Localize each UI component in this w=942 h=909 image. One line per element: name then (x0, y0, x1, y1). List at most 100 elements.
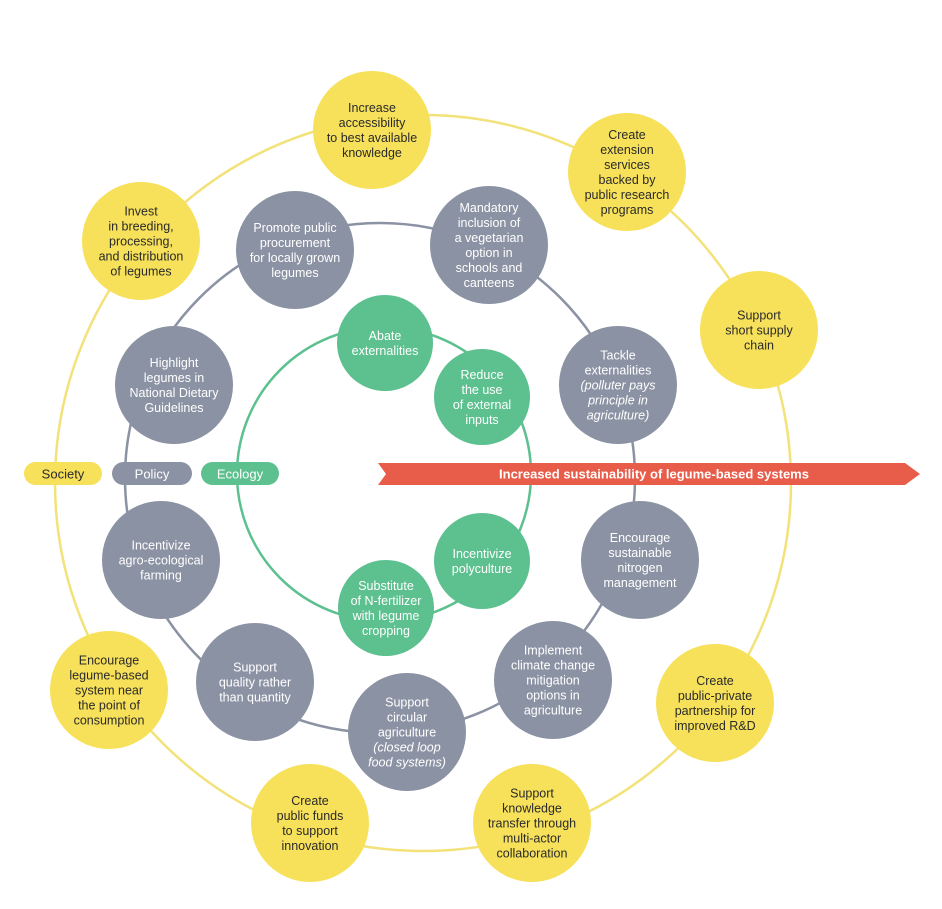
society-node-text-line: Support (510, 787, 554, 801)
society-node-text-line: innovation (282, 839, 339, 853)
policy-node-text-line: Tackle (600, 349, 635, 363)
policy-node-text-line: nitrogen (617, 561, 662, 575)
policy-node-text-line: (polluter pays (580, 379, 655, 393)
policy-node-text-line: Mandatory (459, 201, 519, 215)
policy-node-text-line: inclusion of (458, 216, 521, 230)
society-node-text-line: consumption (74, 714, 145, 728)
policy-node-text-line: options in (526, 689, 580, 703)
society-node-text-line: accessibility (339, 116, 406, 130)
legend-society-pill (24, 462, 102, 485)
ecology-node-circle (338, 560, 434, 656)
society-node-text-line: Invest (124, 205, 158, 219)
ecology-node-text-line: with legume (352, 609, 420, 623)
legend-ecology-label: Ecology (217, 467, 264, 482)
policy-node-text-line: Support (233, 661, 277, 675)
ecology-node-circle (434, 349, 530, 445)
ecology-node-text-line: the use (461, 383, 502, 397)
policy-node-text-line: schools and (456, 261, 523, 275)
policy-node-text-line: food systems) (368, 756, 446, 770)
society-node-text-line: and distribution (99, 250, 184, 264)
society-node-text-line: knowledge (342, 146, 402, 160)
policy-node-circle (559, 326, 677, 444)
policy-node-text-line: agriculture (524, 704, 582, 718)
policy-node-text-line: Implement (524, 644, 583, 658)
sustainability-arrow: Increased sustainability of legume-based… (378, 463, 920, 485)
policy-node-text-line: agro-ecological (119, 554, 204, 568)
legend-policy-pill (112, 462, 192, 485)
legend-ecology-pill (201, 462, 279, 485)
policy-node-text-line: agriculture (378, 726, 436, 740)
society-node-text-line: public-private (678, 689, 752, 703)
society-node-text-line: the point of (78, 699, 140, 713)
society-node-text-line: of legumes (110, 265, 171, 279)
policy-node-circle (348, 673, 466, 791)
society-node-text-line: Support (737, 309, 781, 323)
policy-node-circle (236, 191, 354, 309)
society-node-text-line: multi-actor (503, 832, 561, 846)
policy-node-text-line: option in (465, 246, 512, 260)
policy-node-text-line: Encourage (610, 531, 671, 545)
legend-policy: Policy (112, 462, 192, 485)
society-node-text-line: to support (282, 824, 338, 838)
policy-node-text-line: quality rather (219, 676, 291, 690)
society-node-text-line: to best available (327, 131, 417, 145)
policy-node-circle (494, 621, 612, 739)
policy-node-text-line: (closed loop (373, 741, 440, 755)
society-node-text-line: Increase (348, 101, 396, 115)
society-node-text-line: programs (601, 203, 654, 217)
society-node-text-line: chain (744, 339, 774, 353)
legend-policy-label: Policy (135, 467, 170, 482)
society-node-text-line: transfer through (488, 817, 576, 831)
policy-node-text-line: Guidelines (144, 401, 203, 415)
society-node-text-line: Create (608, 128, 646, 142)
ecology-node-text-line: Abate (369, 329, 402, 343)
policy-node-text-line: sustainable (608, 546, 671, 560)
society-node-text-line: services (604, 158, 650, 172)
society-node-text-line: partnership for (675, 704, 756, 718)
policy-node-text-line: climate change (511, 659, 595, 673)
ecology-node-text-line: cropping (362, 624, 410, 638)
policy-node-text-line: agriculture) (587, 409, 650, 423)
society-node-text-line: Create (696, 674, 734, 688)
ecology-node-circle (434, 513, 530, 609)
society-node-circle (313, 71, 431, 189)
society-node-circle (82, 182, 200, 300)
policy-node-circle (196, 623, 314, 741)
society-node-circle (568, 113, 686, 231)
policy-node-circle (115, 326, 233, 444)
policy-node-text-line: a vegetarian (455, 231, 524, 245)
policy-node-text-line: principle in (587, 394, 648, 408)
policy-node-text-line: than quantity (219, 691, 291, 705)
society-node-text-line: extension (600, 143, 654, 157)
policy-node-text-line: Promote public (253, 221, 336, 235)
society-node-circle (700, 271, 818, 389)
ecology-node-text-line: of N-fertilizer (351, 594, 422, 608)
society-node-text-line: Encourage (79, 654, 140, 668)
policy-node-text-line: legumes (271, 266, 318, 280)
ecology-node-text-line: Incentivize (452, 547, 511, 561)
society-node-text-line: processing, (109, 235, 173, 249)
ecology-node-text-line: of external (453, 398, 511, 412)
society-node-text-line: short supply (725, 324, 793, 338)
society-node-circle (251, 764, 369, 882)
policy-node-circle (102, 501, 220, 619)
ecology-node-text-line: Substitute (358, 579, 414, 593)
policy-node-text-line: externalities (585, 364, 652, 378)
policy-node-text-line: mitigation (526, 674, 580, 688)
policy-node-text-line: legumes in (144, 371, 204, 385)
policy-node-text-line: procurement (260, 236, 331, 250)
society-node-text-line: public funds (277, 809, 344, 823)
